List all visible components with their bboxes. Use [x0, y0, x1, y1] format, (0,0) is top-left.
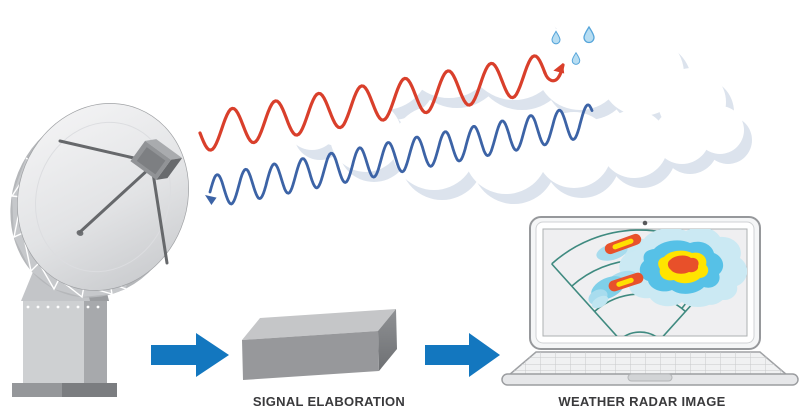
laptop-icon	[501, 216, 799, 386]
laptop-base	[501, 351, 799, 386]
weather-radar-image-label: WEATHER RADAR IMAGE	[558, 394, 726, 409]
precipitation-echo-icon	[588, 270, 644, 309]
feed-horn-icon	[130, 139, 183, 180]
keyboard-grid	[509, 352, 787, 375]
transmitted-wave-icon	[198, 54, 565, 152]
radar-dish-icon	[10, 103, 189, 397]
webcam-icon	[642, 220, 648, 226]
dish-feed-assembly	[58, 139, 183, 265]
signal-elaboration-label: SIGNAL ELABORATION	[252, 394, 406, 409]
blue-arrowhead-icon	[205, 195, 217, 205]
red-arrowhead-icon	[553, 63, 565, 74]
precipitation-echo-icon	[619, 229, 747, 307]
rain-cloud-icon	[286, 2, 752, 204]
reflected-wave-icon	[205, 103, 594, 206]
signal-processor-box-icon	[242, 309, 397, 380]
precipitation-echo-icon	[596, 233, 644, 261]
trackpad	[627, 373, 673, 382]
flow-arrow-icon	[425, 333, 500, 377]
flow-arrow-icon	[151, 333, 229, 377]
